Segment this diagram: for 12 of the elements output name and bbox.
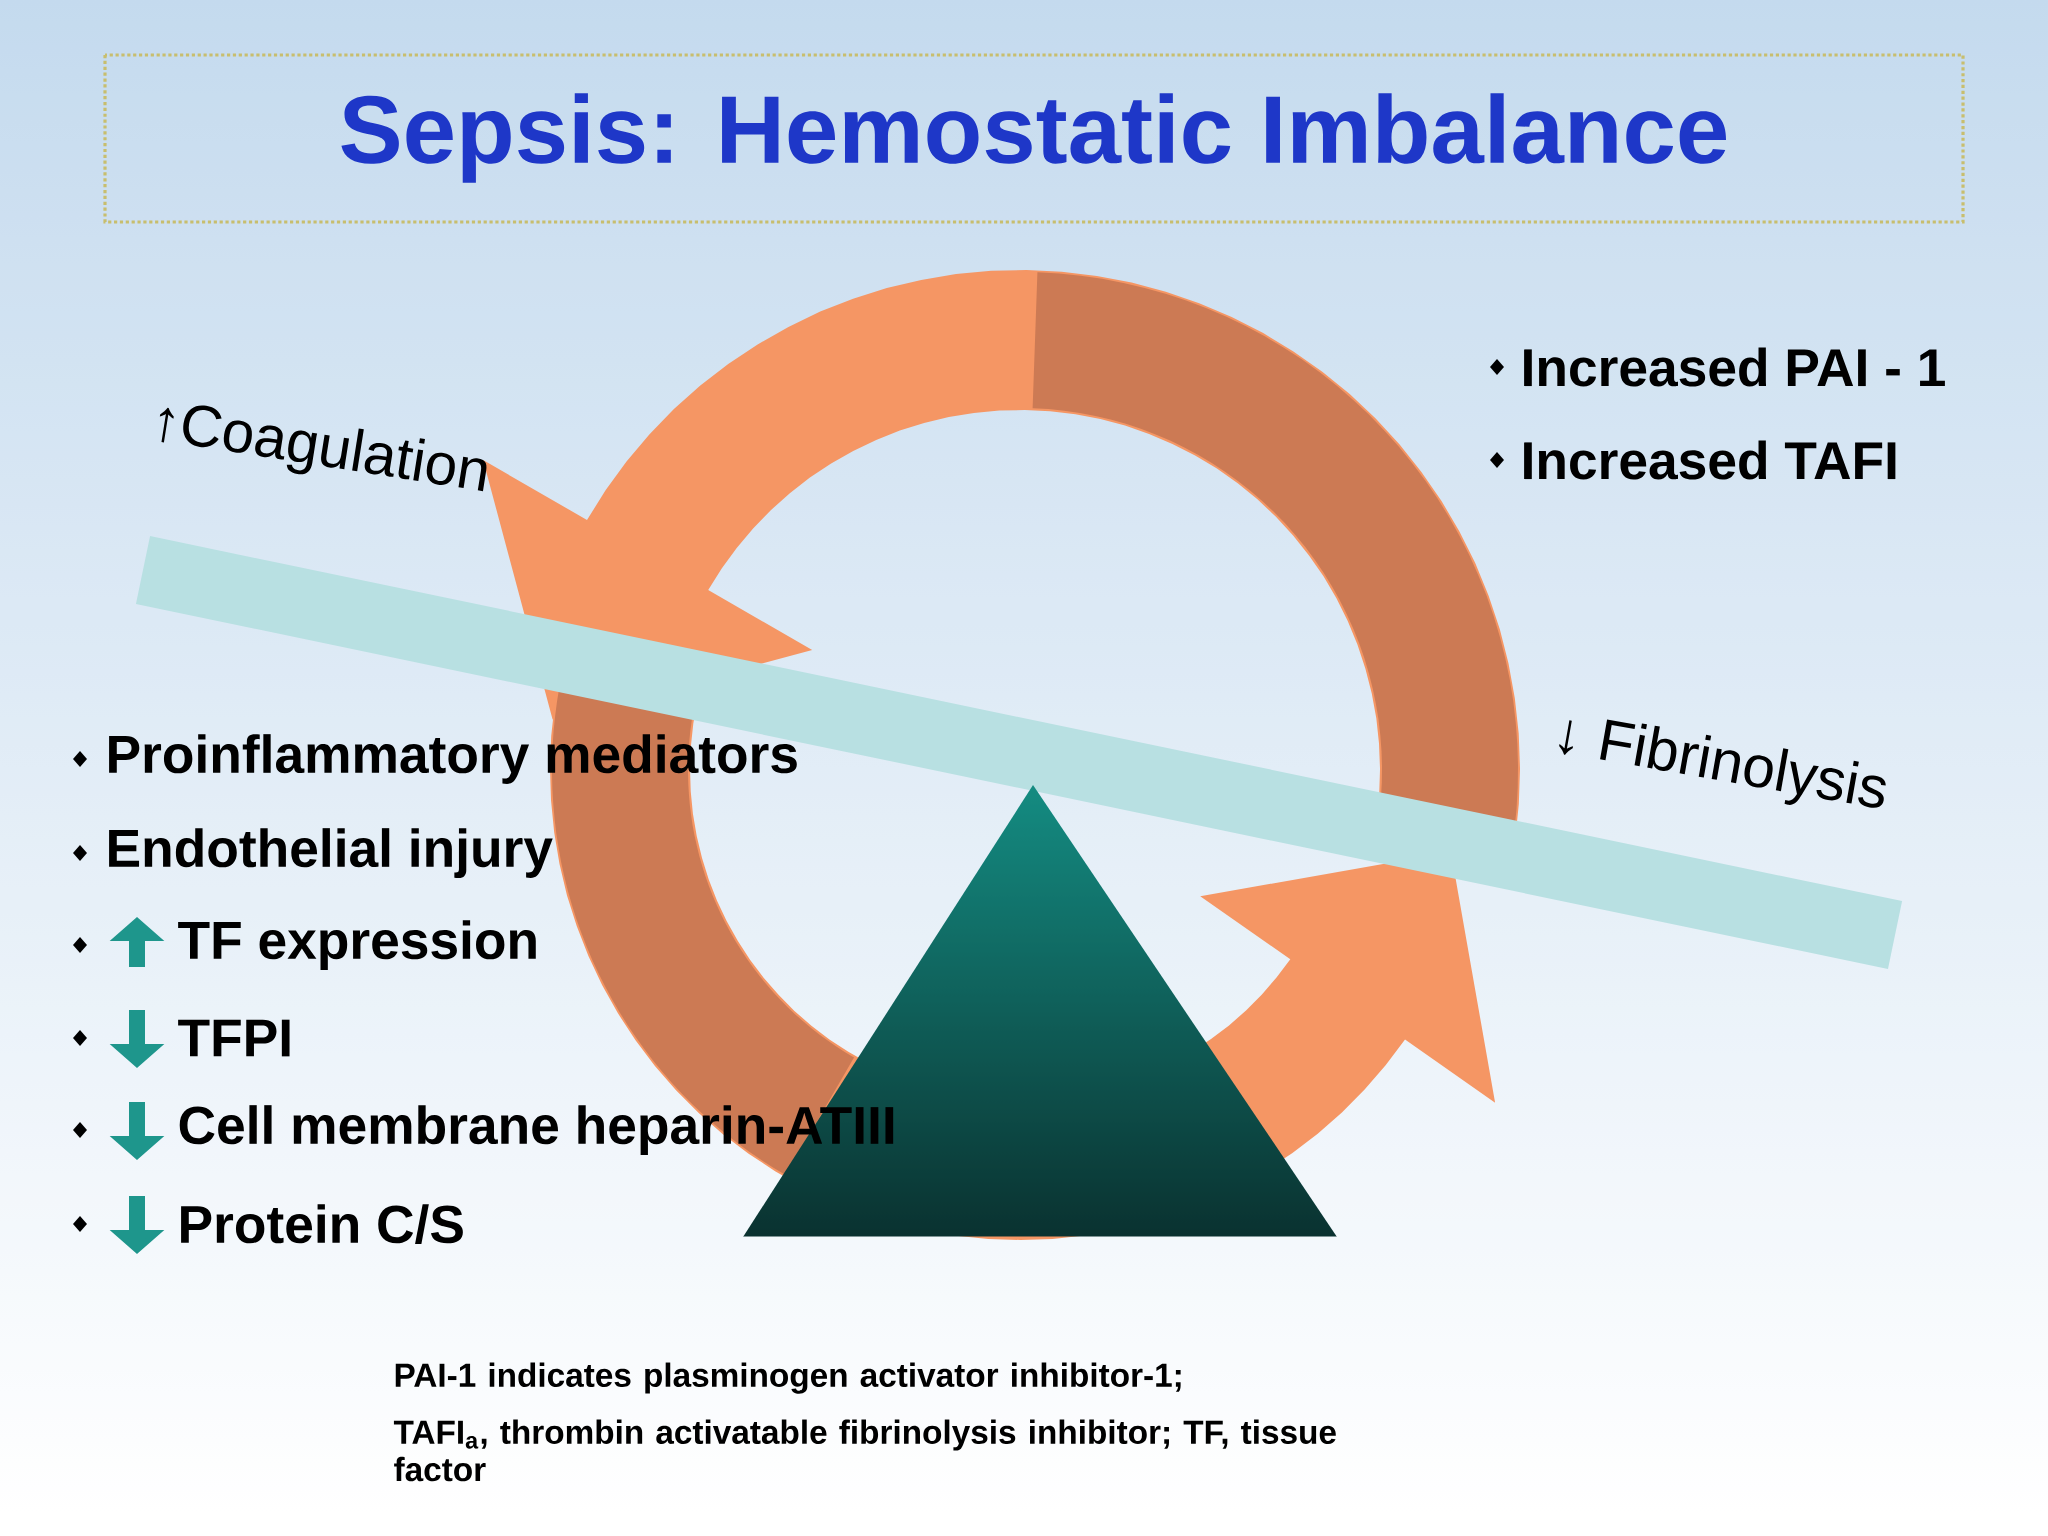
bullet-text: Cell membrane heparin-ATIII	[179, 1105, 894, 1155]
bullet-text: Increased TAFI	[1524, 440, 1896, 480]
bullet-text: Protein C/S	[181, 1204, 463, 1244]
footnote: PAI-1 indicates plasminogen activator inhibitor-1;	[395, 1362, 1181, 1394]
title-box: Sepsis: Hemostatic Imbalance	[103, 53, 1965, 224]
bullet-text: TF expression	[178, 920, 536, 970]
bullet-text: Increased PAI - 1	[1524, 347, 1945, 387]
axis-label: ↓ Fibrinolysis	[1559, 719, 1886, 808]
bullet-text: TFPI	[178, 1019, 290, 1057]
bullet-text: Endothelial injury	[109, 828, 553, 878]
footnote: TAFI$_{a}$, thrombin activatable fibrinolysis inhibitor; TF, tissue factor	[393, 1419, 1336, 1482]
axis-label: ↑Coagulation	[159, 405, 487, 492]
